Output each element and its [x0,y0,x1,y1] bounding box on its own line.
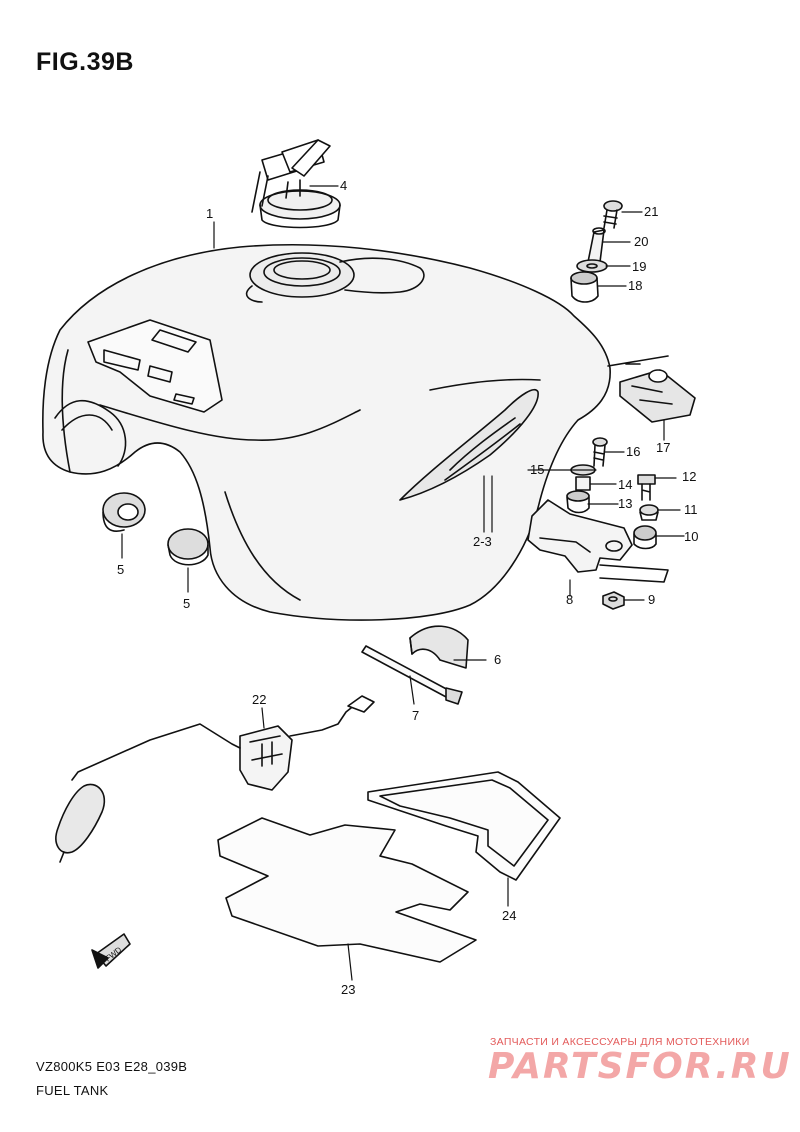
callout-9: 9 [648,592,655,607]
callout-5-a: 5 [117,562,124,577]
watermark-logo: PARTSFOR.RU [488,1046,792,1087]
forward-direction-arrow-icon [91,933,131,969]
fuel-cap-with-keys-part-4[interactable] [251,139,341,229]
bracket-part-8[interactable] [527,499,669,583]
callout-8: 8 [566,592,573,607]
callout-21: 21 [644,204,658,219]
callout-6: 6 [494,652,501,667]
callout-22: 22 [252,692,266,707]
callout-10: 10 [684,529,698,544]
fuel-level-gauge-part-22[interactable] [55,695,375,863]
callout-12: 12 [682,469,696,484]
washer-part-11[interactable] [639,504,659,521]
callout-24: 24 [502,908,516,923]
fuel-tank-part-1[interactable] [42,243,611,621]
cushion-part-18[interactable] [570,271,599,303]
collar-part-20[interactable] [587,227,606,263]
rear-mount-part-17[interactable] [607,355,696,423]
model-code: VZ800K5 E03 E28_039B [36,1059,188,1074]
callout-labels: 1 2-3 4 5 5 6 7 8 9 10 11 12 13 14 15 16… [117,178,698,997]
bolt-part-16[interactable] [592,437,608,467]
bolt-part-12[interactable] [637,474,656,501]
cushion-part-10[interactable] [633,525,657,550]
callout-17: 17 [656,440,670,455]
grommet-part-5-b[interactable] [167,528,209,566]
pad-sheet-part-23[interactable] [217,817,477,963]
nut-part-9[interactable] [602,591,625,610]
gasket-part-24[interactable] [367,771,561,881]
callout-5-b: 5 [183,596,190,611]
callout-4: 4 [340,178,347,193]
bolt-part-21[interactable] [603,200,623,229]
washer-part-19[interactable] [576,259,608,273]
callout-16: 16 [626,444,640,459]
cushion-part-13[interactable] [566,490,590,514]
collar-part-14[interactable] [575,476,591,491]
callout-11: 11 [684,502,698,517]
band-part-7[interactable] [361,645,463,705]
grommet-part-5-a[interactable] [102,492,146,532]
callout-7: 7 [412,708,419,723]
watermark-tagline: ЗАПЧАСТИ И АКСЕССУАРЫ ДЛЯ МОТОТЕХНИКИ [490,1036,750,1048]
callout-18: 18 [628,278,642,293]
cushion-part-6[interactable] [409,625,469,669]
callout-20: 20 [634,234,648,249]
callout-19: 19 [632,259,646,274]
callout-13: 13 [618,496,632,511]
callout-2-3: 2-3 [473,534,492,549]
leader-lines [121,185,685,981]
callout-14: 14 [618,477,632,492]
callout-23: 23 [341,982,355,997]
callout-1: 1 [206,206,213,221]
figure-title: FIG.39B [36,48,134,76]
section-name: FUEL TANK [36,1083,109,1098]
callout-15: 15 [530,462,544,477]
